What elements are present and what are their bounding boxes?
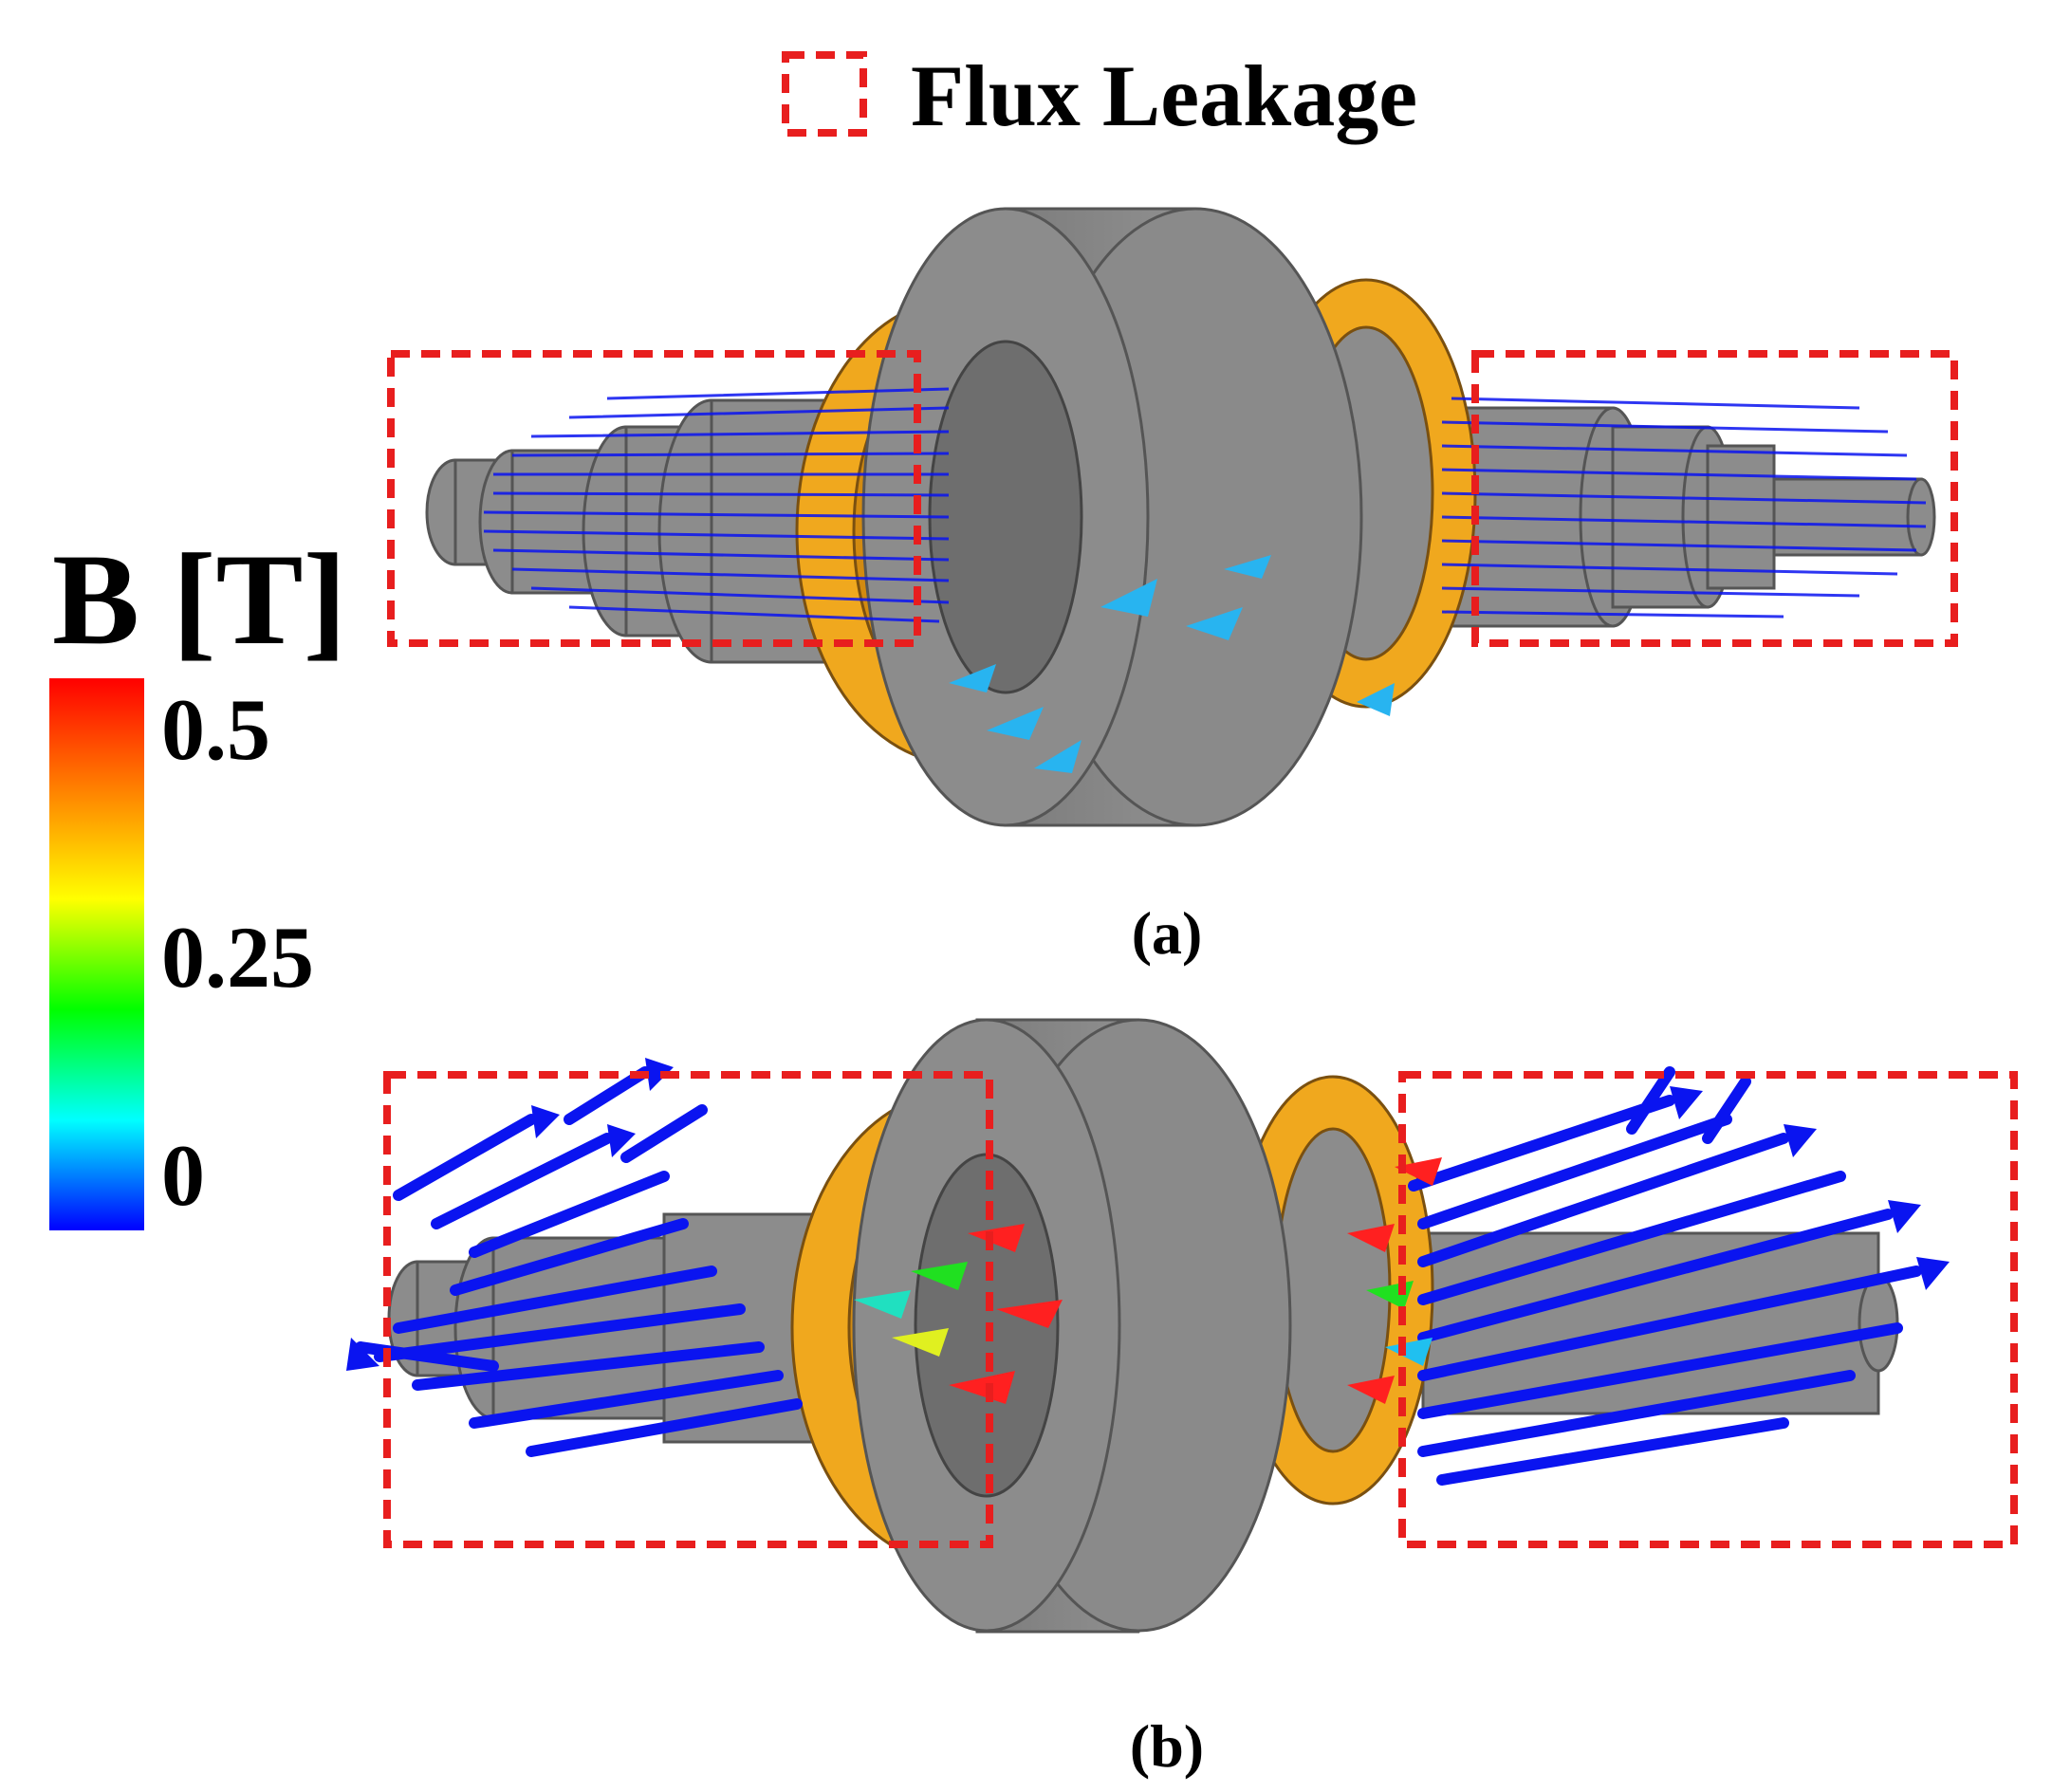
leakage-arrows-left-b bbox=[355, 1066, 803, 1457]
legend-label: Flux Leakage bbox=[911, 47, 1417, 144]
leakage-arrowheads-left-b bbox=[346, 1058, 674, 1371]
flux-leakage-legend: Flux Leakage bbox=[782, 47, 1417, 144]
rotor-model-b bbox=[346, 1018, 1950, 1634]
leakage-arrowheads-right-b bbox=[1670, 1086, 1950, 1290]
colorbar-tick-mid: 0.25 bbox=[161, 909, 314, 1006]
rotor-disc-b bbox=[852, 1018, 1292, 1634]
rotor-model-a bbox=[425, 207, 1936, 827]
colorbar-gradient bbox=[49, 678, 144, 1230]
colorbar-tick-max: 0.5 bbox=[161, 681, 270, 778]
leakage-arrows-cyan-a bbox=[949, 555, 1395, 773]
leakage-box-right-b bbox=[1398, 1071, 2018, 1548]
caption-b: (b) bbox=[1130, 1712, 1204, 1780]
leakage-arrows-right-a bbox=[1441, 397, 1927, 619]
leakage-box-left-a bbox=[387, 350, 921, 647]
colorbar-tick-min: 0 bbox=[161, 1127, 205, 1224]
rotor-disc-a bbox=[861, 207, 1363, 827]
leakage-arrows-right-b bbox=[1408, 1066, 1922, 1486]
panel-a: (a) bbox=[387, 207, 1958, 967]
colorbar: B [T] 0.5 0.25 0 bbox=[49, 527, 347, 1230]
legend-dashed-box-icon bbox=[782, 51, 867, 137]
leakage-arrows-left-a bbox=[483, 387, 950, 623]
panel-b: (b) bbox=[346, 1018, 2018, 1780]
colorbar-title: B [T] bbox=[52, 527, 347, 672]
leakage-box-left-b bbox=[383, 1071, 993, 1548]
leakage-box-right-a bbox=[1471, 350, 1958, 647]
caption-a: (a) bbox=[1132, 899, 1203, 967]
leakage-arrows-high-b bbox=[854, 1157, 1442, 1404]
